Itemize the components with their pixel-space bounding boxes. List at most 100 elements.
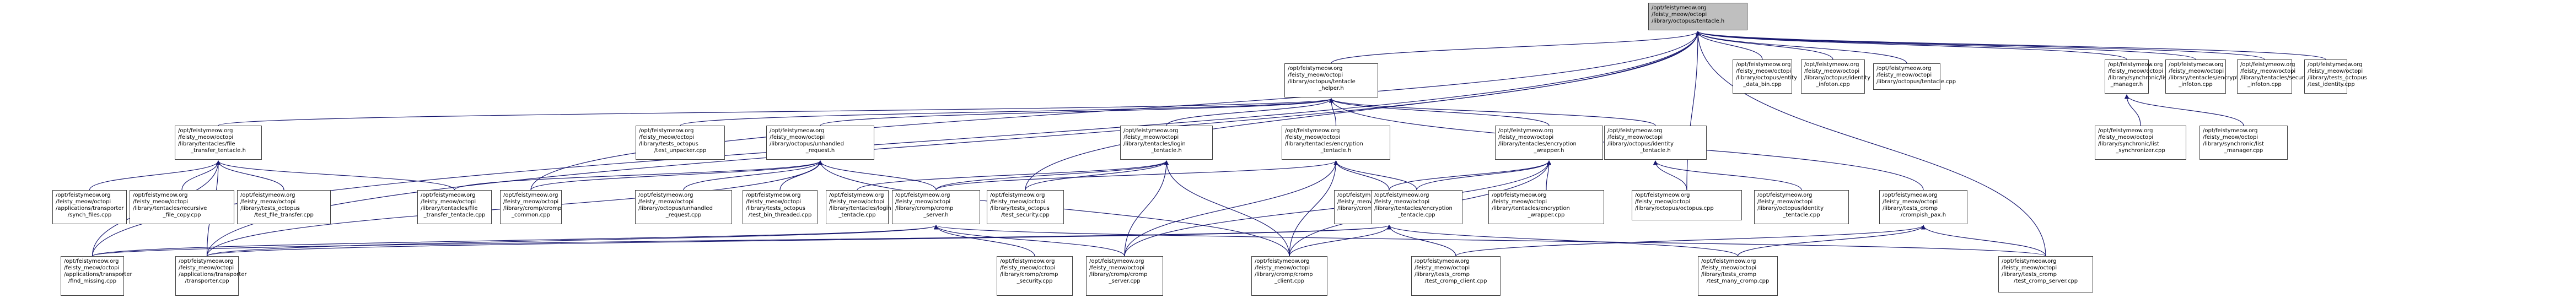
node-label-line: /feisty_meow/octopi [1492,199,1547,205]
node-label-line: /library/synchronic/list [2098,141,2159,147]
graph-node-crompish-pax[interactable]: /opt/feistymeow.org/feisty_meow/octopi/l… [1879,190,1967,224]
node-label-line: /library/cromp/cromp [503,205,562,212]
edge-login-tentacle-cpp-to-login-tentacle-h [857,160,1169,191]
node-label-line: /opt/feistymeow.org [1757,192,1813,198]
graph-node-test-cromp-server[interactable]: /opt/feistymeow.org/feisty_meow/octopi/l… [1998,256,2093,292]
graph-node-identity-tentacle-cpp[interactable]: /opt/feistymeow.org/feisty_meow/octopi/l… [1754,190,1849,224]
graph-node-login-tentacle-h[interactable]: /opt/feistymeow.org/feisty_meow/octopi/l… [1120,126,1213,160]
graph-node-cromp-common[interactable]: /opt/feistymeow.org/feisty_meow/octopi/l… [500,190,562,224]
graph-node-encryption-tentacle-cpp[interactable]: /opt/feistymeow.org/feisty_meow/octopi/l… [1371,190,1462,224]
node-label-line: /opt/feistymeow.org [746,192,801,198]
graph-node-tentacle-cpp[interactable]: /opt/feistymeow.org/feisty_meow/octopi/l… [1873,63,1956,90]
graph-node-octopus-cpp[interactable]: /opt/feistymeow.org/feisty_meow/octopi/l… [1632,190,1742,220]
graph-node-entity-data-bin[interactable]: /opt/feistymeow.org/feisty_meow/octopi/l… [1733,59,1797,94]
node-label-line: /opt/feistymeow.org [1701,258,1756,264]
graph-node-list-manager-cpp[interactable]: /opt/feistymeow.org/feisty_meow/octopi/l… [2199,126,2288,160]
graph-node-list-manager-h[interactable]: /opt/feistymeow.org/feisty_meow/octopi/l… [2105,59,2169,94]
graph-node-file-transfer-tentacle-cpp[interactable]: /opt/feistymeow.org/feisty_meow/octopi/l… [417,190,492,224]
graph-node-recursive-file-copy[interactable]: /opt/feistymeow.org/feisty_meow/octopi/l… [130,190,234,224]
node-label-line: /opt/feistymeow.org [1374,192,1429,198]
graph-node-find-missing[interactable]: /opt/feistymeow.org/feisty_meow/octopi/a… [61,256,132,296]
node-label-line: /library/tentacles/encryption [2169,75,2247,81]
node-label-line: /feisty_meow/octopi [178,134,234,140]
node-label-line: _server.cpp [1109,278,1141,284]
node-label-line: /feisty_meow/octopi [1288,72,1343,78]
node-label-line: /library/tentacles/encryption [1285,141,1363,147]
node-label-line: /opt/feistymeow.org [1635,192,1690,198]
node-label-line: /opt/feistymeow.org [1288,66,1343,72]
graph-node-cromp-security[interactable]: /opt/feistymeow.org/feisty_meow/octopi/l… [997,256,1073,296]
graph-node-test-bin-threaded[interactable]: /opt/feistymeow.org/feisty_meow/octopi/l… [743,190,818,224]
graph-node-unhandled-request-h[interactable]: /opt/feistymeow.org/feisty_meow/octopi/l… [766,126,874,160]
graph-node-security-infoton[interactable]: /opt/feistymeow.org/feisty_meow/octopi/l… [2237,59,2311,94]
graph-node-login-tentacle-cpp[interactable]: /opt/feistymeow.org/feisty_meow/octopi/l… [826,190,891,224]
edge-cromp-client-h-to-encryption-wrapper-h [1389,160,1552,191]
node-label-line: /feisty_meow/octopi [1876,72,1932,78]
graph-node-test-many-cromp[interactable]: /opt/feistymeow.org/feisty_meow/octopi/l… [1698,256,1778,296]
graph-node-test-security[interactable]: /opt/feistymeow.org/feisty_meow/octopi/l… [987,190,1064,224]
graph-node-file-transfer-tentacle-h[interactable]: /opt/feistymeow.org/feisty_meow/octopi/l… [175,126,262,160]
node-label-line: _tentacle.h [1640,148,1671,154]
graph-node-test-unpacker[interactable]: /opt/feistymeow.org/feisty_meow/octopi/l… [636,126,725,160]
node-label-line: /opt/feistymeow.org [2002,258,2057,264]
edge-identity-tentacle-cpp-to-identity-tentacle-h [1653,160,1802,191]
graph-node-list-synchronizer[interactable]: /opt/feistymeow.org/feisty_meow/octopi/l… [2095,126,2186,160]
graph-node-test-identity[interactable]: /opt/feistymeow.org/feisty_meow/octopi/l… [2304,59,2367,94]
node-label-line: /feisty_meow/octopi [1607,134,1663,140]
node-label-line: /test_cromp_client.cpp [1424,278,1487,284]
graph-node-cromp-server-cpp[interactable]: /opt/feistymeow.org/feisty_meow/octopi/l… [1086,256,1163,296]
edge-list-manager-cpp-to-list-manager-h [2124,94,2244,126]
graph-node-test-file-transfer[interactable]: /opt/feistymeow.org/feisty_meow/octopi/l… [237,190,331,224]
graph-node-unhandled-request-cpp[interactable]: /opt/feistymeow.org/feisty_meow/octopi/l… [635,190,732,224]
node-label-line: /opt/feistymeow.org [829,192,884,198]
node-label-line: /feisty_meow/octopi [1000,265,1056,271]
node-label-line: /opt/feistymeow.org [1498,128,1553,134]
edge-cromp-common-to-unhandled-request-h [530,160,823,191]
graph-node-tentacle-helper[interactable]: /opt/feistymeow.org/feisty_meow/octopi/l… [1284,63,1378,97]
edge-test-cromp-client-to-crompish-pax [1455,225,1926,257]
graph-node-test-cromp-client[interactable]: /opt/feistymeow.org/feisty_meow/octopi/l… [1411,256,1501,296]
graph-node-synch-files[interactable]: /opt/feistymeow.org/feisty_meow/octopi/a… [52,190,127,224]
node-label-line: _client.cpp [1274,278,1304,284]
node-label-line: _manager.cpp [2224,148,2263,154]
node-label-line: /feisty_meow/octopi [1736,68,1792,74]
node-label-line: /feisty_meow/octopi [64,265,120,271]
node-label-line: _tentacle.cpp [1783,212,1820,218]
graph-node-encryption-infoton[interactable]: /opt/feistymeow.org/feisty_meow/octopi/l… [2165,59,2247,94]
node-label-line: /opt/feistymeow.org [179,258,234,264]
graph-node-root[interactable]: /opt/feistymeow.org/feisty_meow/octopi/l… [1648,3,1747,30]
graph-node-encryption-tentacle-h[interactable]: /opt/feistymeow.org/feisty_meow/octopi/l… [1282,126,1390,160]
node-label-line: /library/tests_octopus [240,205,300,212]
node-label-line: _security.cpp [1017,278,1053,284]
edge-tentacle-cpp-to-root [1695,31,1907,64]
node-label-line: /feisty_meow/octopi [2098,134,2154,140]
node-label-line: _request.cpp [665,212,702,218]
node-label-line: _server.h [923,212,949,218]
graph-node-encryption-wrapper-cpp[interactable]: /opt/feistymeow.org/feisty_meow/octopi/l… [1488,190,1604,224]
edge-encryption-tentacle-cpp-to-encryption-tentacle-h [1333,160,1417,191]
node-label-line: /feisty_meow/octopi [1635,199,1691,205]
graph-node-identity-tentacle-h[interactable]: /opt/feistymeow.org/feisty_meow/octopi/l… [1604,126,1707,160]
node-label-line: /opt/feistymeow.org [1876,66,1932,72]
graph-node-encryption-wrapper-h[interactable]: /opt/feistymeow.org/feisty_meow/octopi/l… [1495,126,1603,160]
graph-node-identity-infoton[interactable]: /opt/feistymeow.org/feisty_meow/octopi/l… [1801,59,1870,94]
node-label-line: /opt/feistymeow.org [1337,192,1392,198]
edge-cromp-client-cpp-to-login-tentacle-h [1164,160,1290,257]
edge-test-many-cromp-to-cromp-client-h [1386,225,1739,257]
node-label-line: /opt/feistymeow.org [895,192,950,198]
edge-cromp-client-h-to-encryption-tentacle-h [1333,160,1390,191]
node-label-line: /feisty_meow/octopi [56,199,111,205]
node-label-line: _transfer_tentacle.h [191,148,246,154]
node-label-line: /opt/feistymeow.org [1652,5,1707,11]
graph-node-transporter[interactable]: /opt/feistymeow.org/feisty_meow/octopi/a… [175,256,247,296]
node-label-line: /feisty_meow/octopi [1804,68,1860,74]
graph-node-cromp-client-cpp[interactable]: /opt/feistymeow.org/feisty_meow/octopi/l… [1251,256,1327,296]
node-label-line: /feisty_meow/octopi [1652,12,1707,18]
node-label-line: /opt/feistymeow.org [639,128,694,134]
node-label-line: /feisty_meow/octopi [1123,134,1179,140]
graph-node-cromp-server-h[interactable]: /opt/feistymeow.org/feisty_meow/octopi/l… [892,190,980,224]
node-label-line: /opt/feistymeow.org [1285,128,1340,134]
node-label-line: /library/tentacles/security [2240,75,2311,81]
node-label-line: /library/octopus/entity [1736,75,1797,81]
node-label-line: /library/cromp/cromp [1337,205,1396,212]
